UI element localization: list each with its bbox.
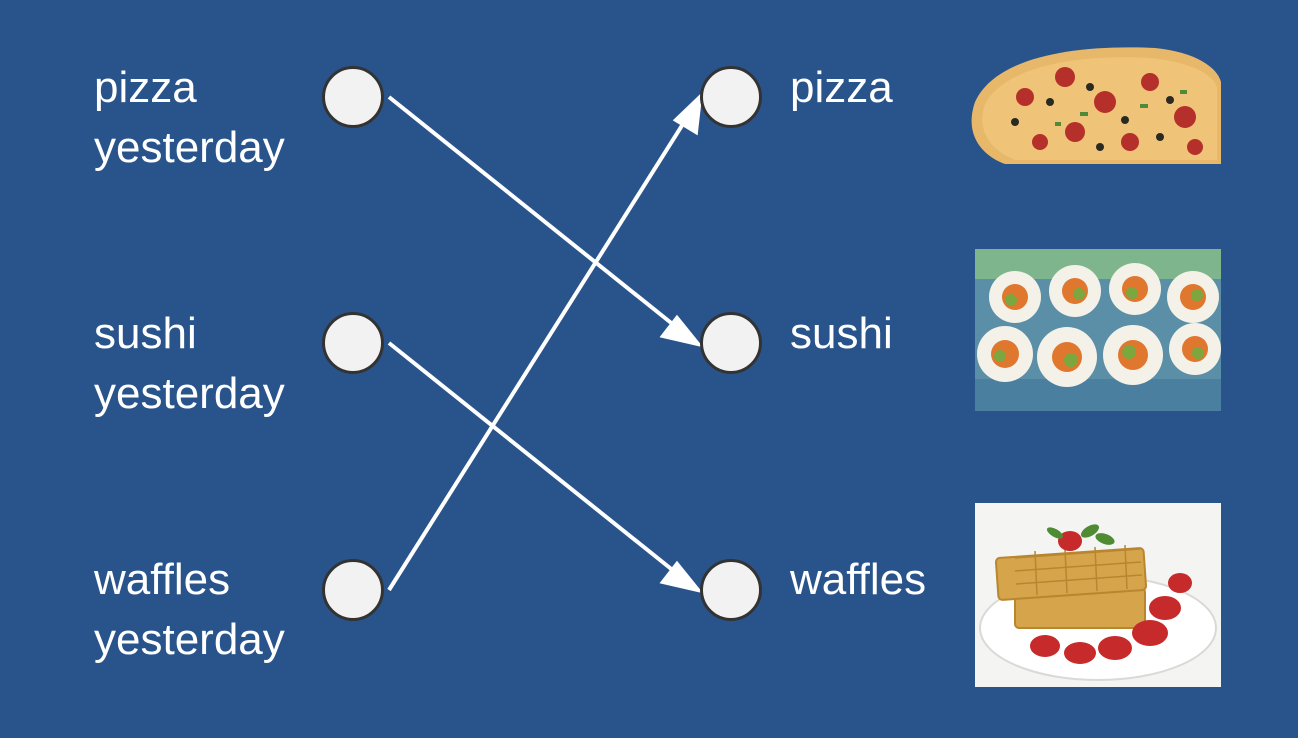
sushi-photo (975, 249, 1221, 411)
arrowhead-waffles (659, 560, 704, 594)
left-label-line1: waffles (94, 555, 231, 604)
node-waffles-yesterday[interactable] (322, 559, 384, 621)
left-label-waffles-yesterday: waffles yesterday (94, 550, 285, 670)
arrowhead-pizza (672, 91, 703, 136)
left-label-line2: yesterday (94, 369, 285, 418)
left-label-line1: sushi (94, 309, 197, 358)
left-label-line2: yesterday (94, 123, 285, 172)
node-pizza-yesterday[interactable] (322, 66, 384, 128)
node-waffles[interactable] (700, 559, 762, 621)
edge-sushi-yesterday-to-waffles (387, 341, 682, 578)
waffles-photo (975, 503, 1221, 687)
left-label-line1: pizza (94, 63, 197, 112)
edge-waffles-yesterday-to-pizza (387, 114, 690, 592)
right-label-waffles: waffles (790, 555, 927, 604)
left-label-pizza-yesterday: pizza yesterday (94, 58, 285, 178)
edge-pizza-yesterday-to-sushi (387, 95, 682, 332)
arrowhead-sushi (659, 314, 704, 348)
right-label-pizza: pizza (790, 63, 893, 112)
left-label-line2: yesterday (94, 615, 285, 664)
left-label-sushi-yesterday: sushi yesterday (94, 304, 285, 424)
right-label-sushi: sushi (790, 309, 893, 358)
node-sushi-yesterday[interactable] (322, 312, 384, 374)
node-pizza[interactable] (700, 66, 762, 128)
node-sushi[interactable] (700, 312, 762, 374)
pizza-photo (955, 42, 1221, 164)
